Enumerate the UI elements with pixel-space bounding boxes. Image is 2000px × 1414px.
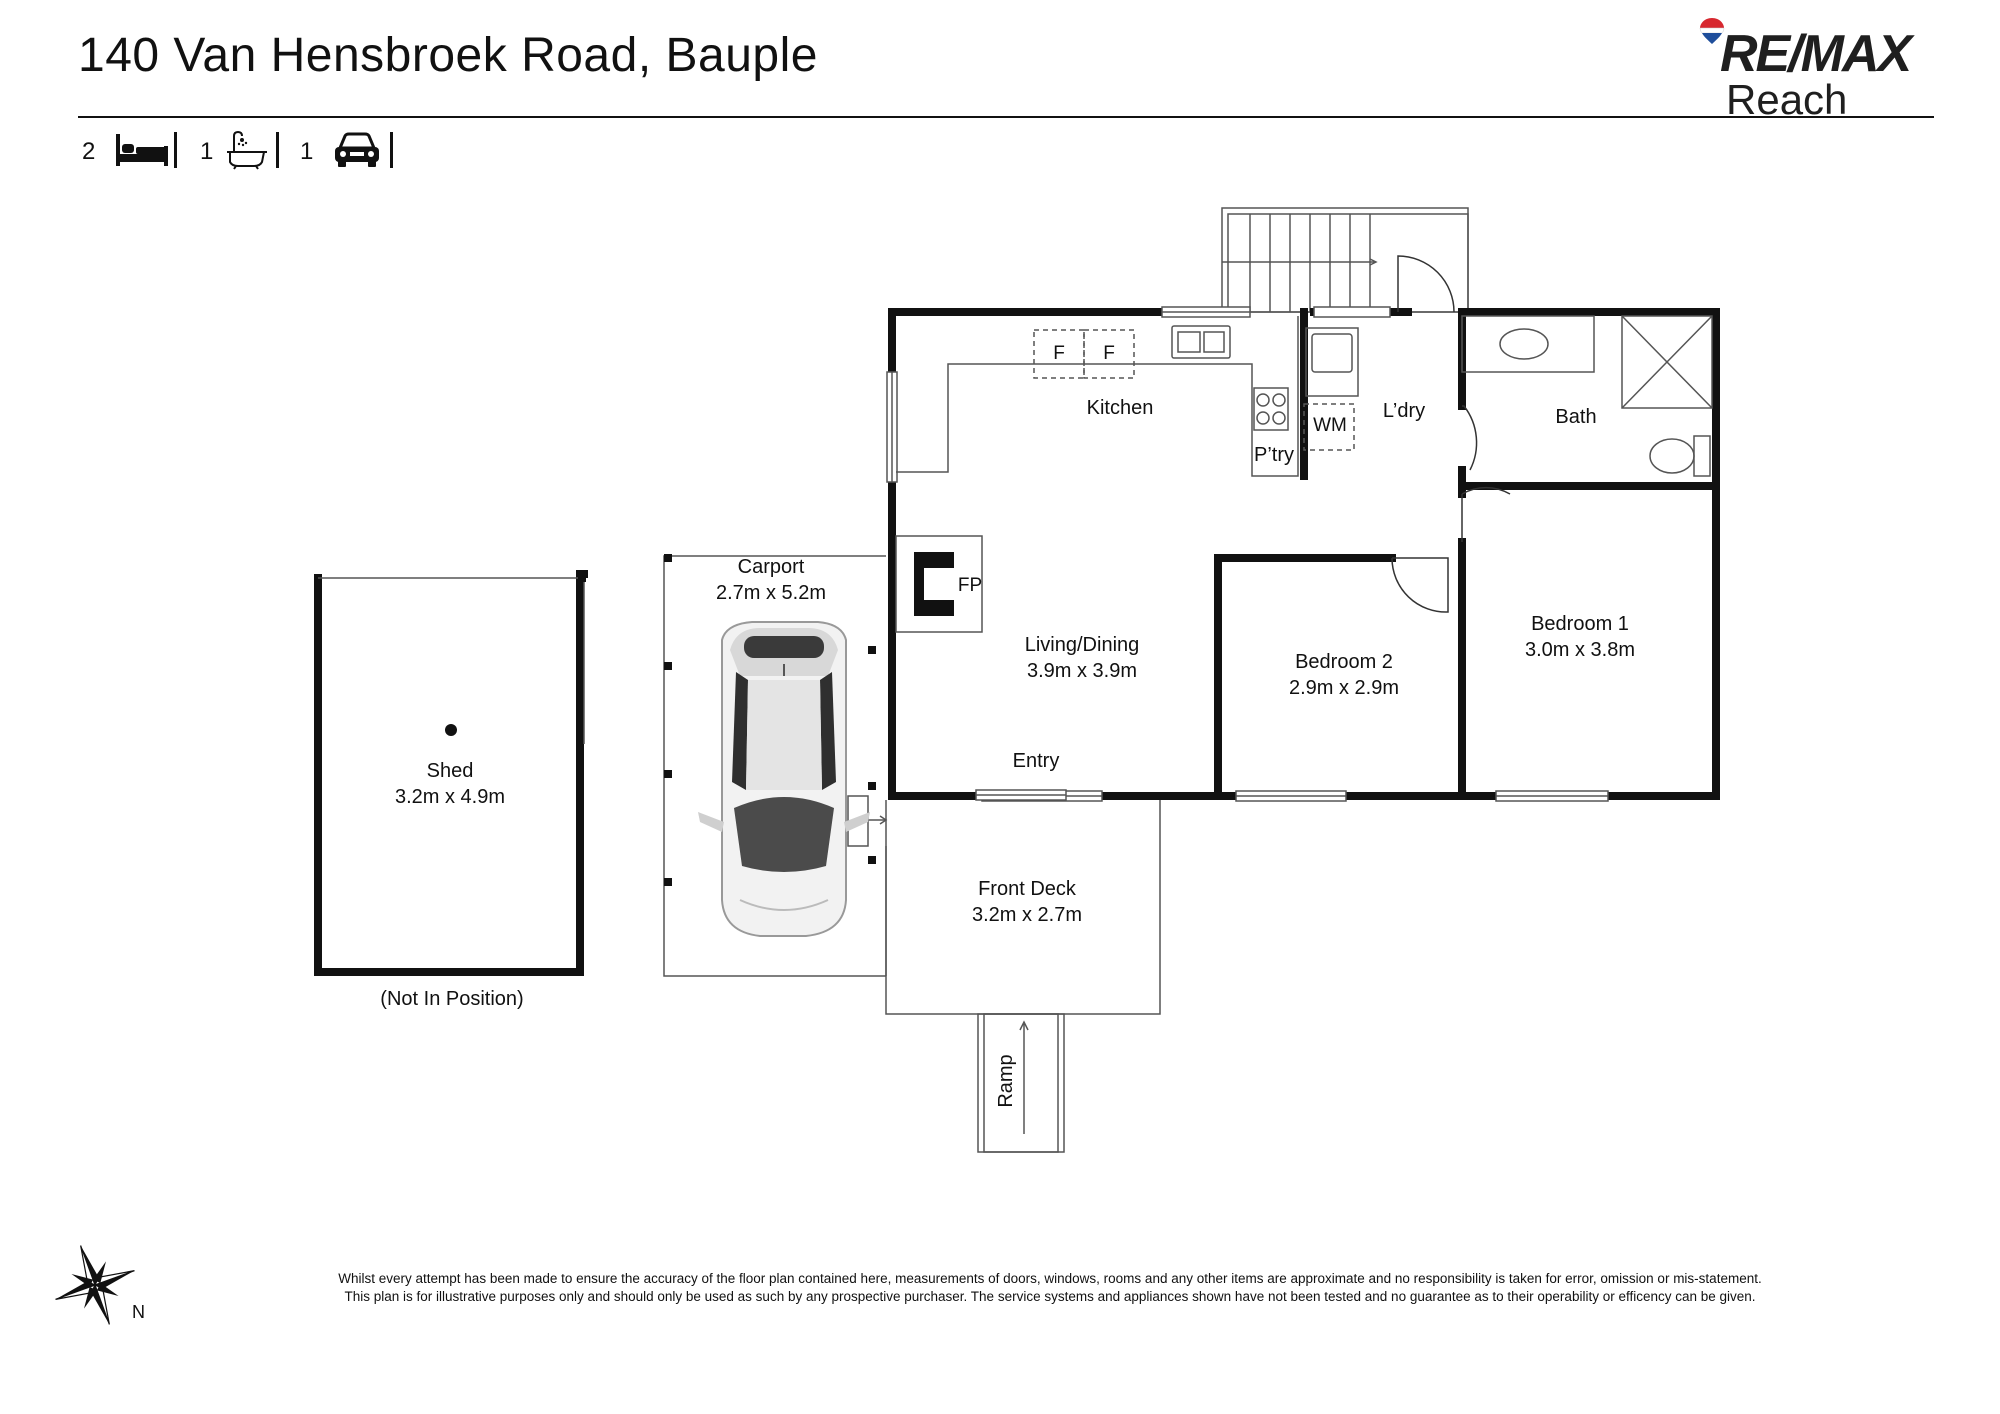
bathroom-count: 1 <box>200 138 214 165</box>
room-name: Bedroom 1 <box>1531 613 1629 635</box>
room-kitchen: Kitchen <box>1086 397 1154 419</box>
disclaimer-line: This plan is for illustrative purposes o… <box>344 1289 1756 1304</box>
bath-icon <box>227 130 267 170</box>
room-size: 2.7m x 5.2m <box>715 582 827 604</box>
bed-icon <box>116 134 168 166</box>
doors <box>1391 255 1511 613</box>
room-size: 2.9m x 2.9m <box>1288 677 1400 699</box>
car-icon <box>698 621 870 937</box>
room-name: Shed <box>426 760 474 782</box>
fireplace-label: FP <box>957 575 983 596</box>
carport-outline <box>663 555 887 977</box>
room-size: 3.2m x 2.7m <box>971 904 1083 926</box>
ramp <box>977 1013 1065 1153</box>
room-name: Bedroom 2 <box>1295 651 1393 673</box>
compass-icon <box>55 1245 135 1325</box>
entry-door <box>975 789 1067 801</box>
logo-subtitle: Reach <box>1726 76 1848 123</box>
room-size: 3.2m x 4.9m <box>394 786 506 808</box>
room-laundry: L’dry <box>1382 400 1426 422</box>
header-divider <box>78 116 1934 118</box>
room-shed: Shed 3.2m x 4.9m <box>395 758 505 810</box>
stat-divider <box>390 132 393 168</box>
shed-note: (Not In Position) <box>380 988 524 1010</box>
fridge-label: F <box>1053 343 1065 364</box>
bedroom-count: 2 <box>82 138 96 165</box>
kitchen-bench <box>896 316 1299 477</box>
disclaimer: Whilst every attempt has been made to en… <box>250 1270 1850 1306</box>
page-title: 140 Van Hensbroek Road, Bauple <box>78 29 818 82</box>
shed-post <box>578 574 586 582</box>
car-icon <box>335 132 379 167</box>
room-size: 3.0m x 3.8m <box>1524 639 1636 661</box>
rear-stairs <box>1221 207 1469 313</box>
room-living: Living/Dining 3.9m x 3.9m <box>1025 632 1140 684</box>
laundry-fixtures <box>1303 327 1359 451</box>
car-count: 1 <box>300 138 314 165</box>
remax-logo: RE/MAX Reach <box>1696 14 1936 124</box>
room-bedroom-2: Bedroom 2 2.9m x 2.9m <box>1289 649 1399 701</box>
house-walls <box>888 308 1720 800</box>
room-name: Carport <box>737 556 805 578</box>
room-size: 3.9m x 3.9m <box>1026 660 1138 682</box>
logo-wordmark: RE/MAX <box>1720 25 1912 83</box>
room-bath: Bath <box>1555 406 1597 428</box>
room-carport: Carport 2.7m x 5.2m <box>716 554 826 606</box>
room-name: Front Deck <box>978 878 1076 900</box>
fireplace <box>895 535 983 633</box>
balloon-icon <box>1699 18 1725 44</box>
room-pantry: P’try <box>1254 444 1294 466</box>
ramp-label: Ramp <box>995 1054 1017 1108</box>
shed-outline <box>318 577 585 744</box>
carport-posts <box>664 554 876 886</box>
room-front-deck: Front Deck 3.2m x 2.7m <box>972 876 1082 928</box>
shed-center-dot <box>445 724 457 736</box>
stat-divider <box>174 132 177 168</box>
washing-machine-label: WM <box>1313 415 1347 436</box>
fridge-label: F <box>1103 343 1115 364</box>
room-entry: Entry <box>1012 750 1060 772</box>
bathroom-fixtures <box>1461 315 1713 477</box>
room-name: Living/Dining <box>1024 634 1140 656</box>
compass-north-label: N <box>132 1302 145 1322</box>
room-bedroom-1: Bedroom 1 3.0m x 3.8m <box>1525 611 1635 663</box>
disclaimer-line: Whilst every attempt has been made to en… <box>338 1271 1762 1286</box>
stat-divider <box>276 132 279 168</box>
